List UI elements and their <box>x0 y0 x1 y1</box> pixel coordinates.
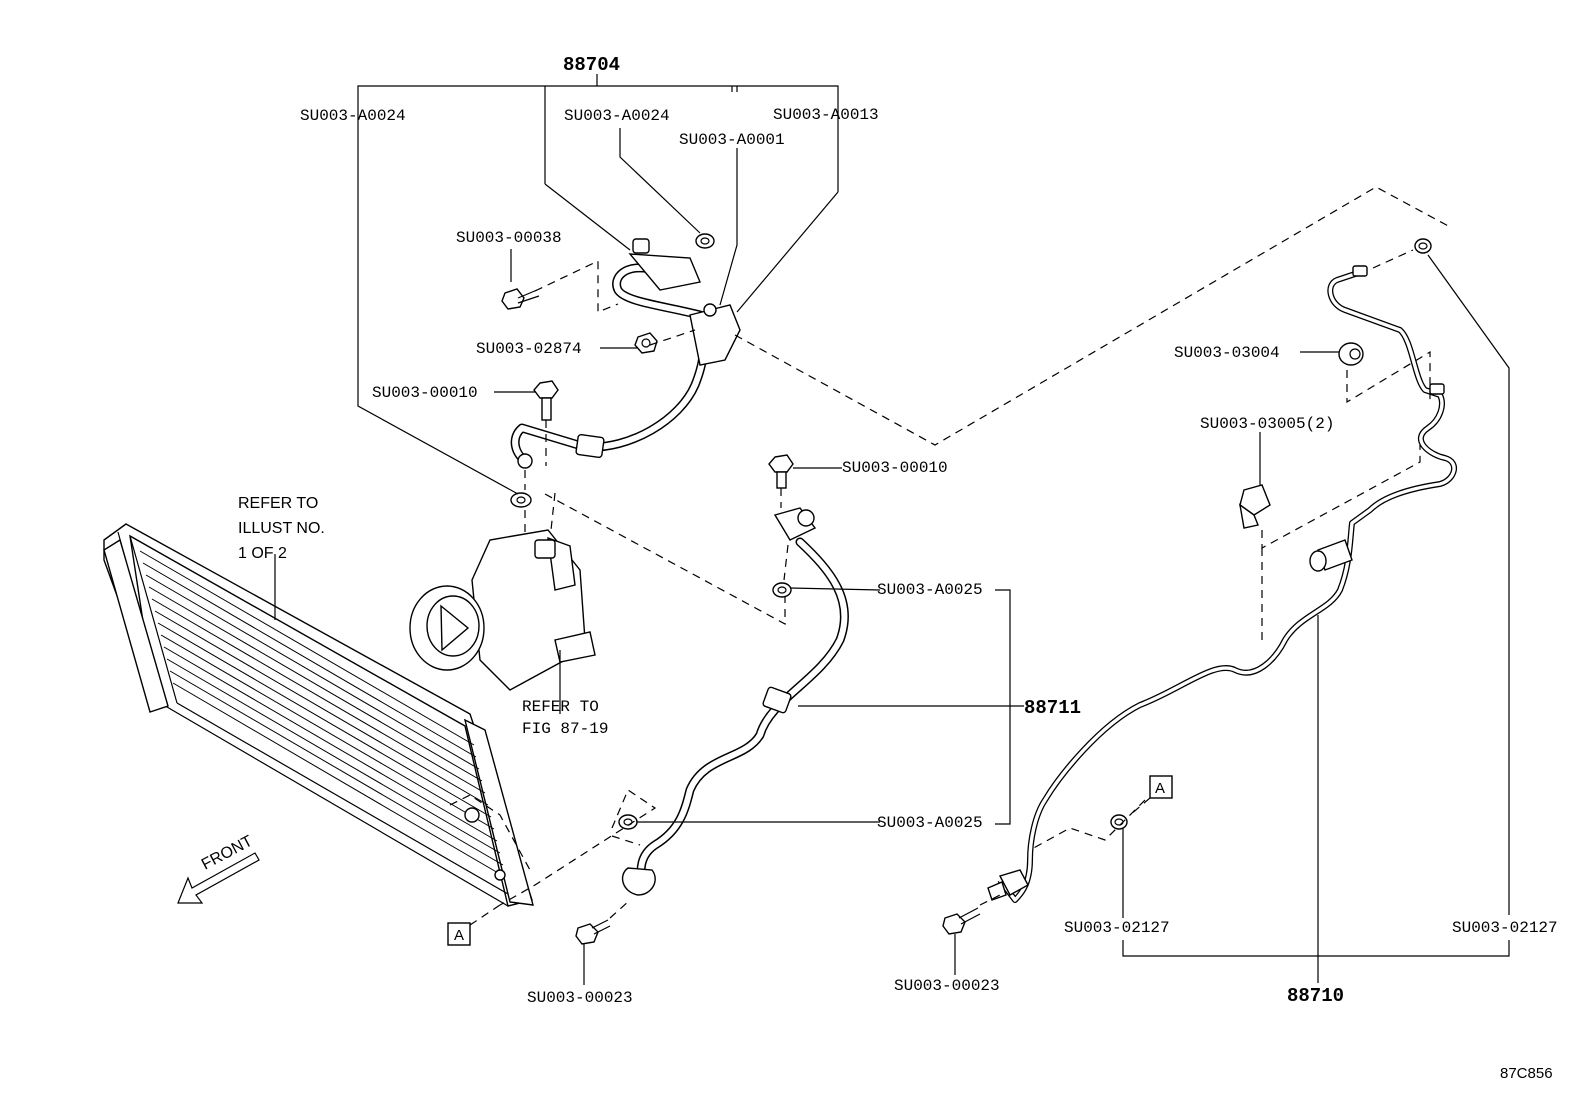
compressor-ref-line-2: FIG 87-19 <box>522 720 608 738</box>
callout-a-right: A <box>1129 775 1173 816</box>
discharge-hose-assembly <box>510 238 741 469</box>
callout-a-bottom-label: A <box>454 927 464 944</box>
dashed-guides-right <box>979 249 1431 906</box>
label-su003-00010-top: SU003-00010 <box>372 384 478 402</box>
condenser <box>103 523 534 907</box>
bolt-00038-icon <box>501 288 540 310</box>
clamp-03005-icon <box>1239 484 1271 529</box>
group-88704-label: 88704 <box>563 54 620 76</box>
label-su003-00023-mid: SU003-00023 <box>894 977 1000 995</box>
label-su003-03005: SU003-03005(2) <box>1200 415 1334 433</box>
group-88711-label: 88711 <box>1024 697 1081 719</box>
o-ring-a0025-bottom-icon <box>618 814 638 830</box>
group-88704-bracket: 88704 <box>357 54 839 192</box>
compressor-ref-line-1: REFER TO <box>522 698 599 716</box>
label-su003-a0013: SU003-A0013 <box>773 106 879 124</box>
dashed-guides-upper <box>524 186 1453 626</box>
label-su003-03004: SU003-03004 <box>1174 344 1280 362</box>
bolt-00010-top-icon <box>533 380 559 421</box>
condenser-fins <box>139 550 506 878</box>
o-ring-02127-top-icon <box>1414 238 1432 254</box>
leaders-right <box>954 254 1510 983</box>
bolt-00023-mid-icon <box>942 907 981 935</box>
label-su003-00010-right: SU003-00010 <box>842 459 948 477</box>
label-su003-a0025-bottom: SU003-A0025 <box>877 814 983 832</box>
condenser-ref-line-2: ILLUST NO. <box>238 520 325 537</box>
label-su003-02127-mid: SU003-02127 <box>1064 919 1170 937</box>
label-su003-a0025-top: SU003-A0025 <box>877 581 983 599</box>
front-label: FRONT <box>199 833 256 874</box>
front-arrow: FRONT <box>177 833 260 904</box>
label-su003-a0001: SU003-A0001 <box>679 131 785 149</box>
o-ring-a0025-top-icon <box>772 582 792 598</box>
condenser-ref-line-1: REFER TO <box>238 495 318 512</box>
leaders-middle <box>274 467 1024 985</box>
nut-02874-icon <box>634 332 658 354</box>
bolt-00010-right-icon <box>768 454 794 489</box>
label-su003-00038: SU003-00038 <box>456 229 562 247</box>
group-88710-label: 88710 <box>1287 985 1344 1007</box>
liquid-pipe-88710 <box>987 265 1457 903</box>
suction-hose-88711 <box>621 507 849 896</box>
label-su003-02874: SU003-02874 <box>476 340 582 358</box>
o-ring-a0024-left-icon <box>510 492 532 508</box>
bolt-00023-left-icon <box>575 919 611 945</box>
leaders-upper <box>357 128 839 495</box>
label-su003-a0024-left: SU003-A0024 <box>300 107 406 125</box>
dashed-guides-middle <box>449 488 789 919</box>
o-ring-02127-mid-icon <box>1110 814 1128 830</box>
condenser-ref-line-3: 1 OF 2 <box>238 545 287 562</box>
label-su003-02127-right: SU003-02127 <box>1452 919 1558 937</box>
callout-a-right-label: A <box>1155 780 1165 797</box>
part-labels: SU003-A0024 SU003-A0024 SU003-A0013 SU00… <box>238 106 1558 1082</box>
o-ring-a0024-top-icon <box>695 233 715 249</box>
figure-id: 87C856 <box>1500 1065 1553 1082</box>
compressor <box>409 529 596 691</box>
label-su003-00023-left: SU003-00023 <box>527 989 633 1007</box>
label-su003-a0024-mid: SU003-A0024 <box>564 107 670 125</box>
grommet-03004-icon <box>1338 342 1364 366</box>
callout-a-bottom: A <box>447 904 501 946</box>
